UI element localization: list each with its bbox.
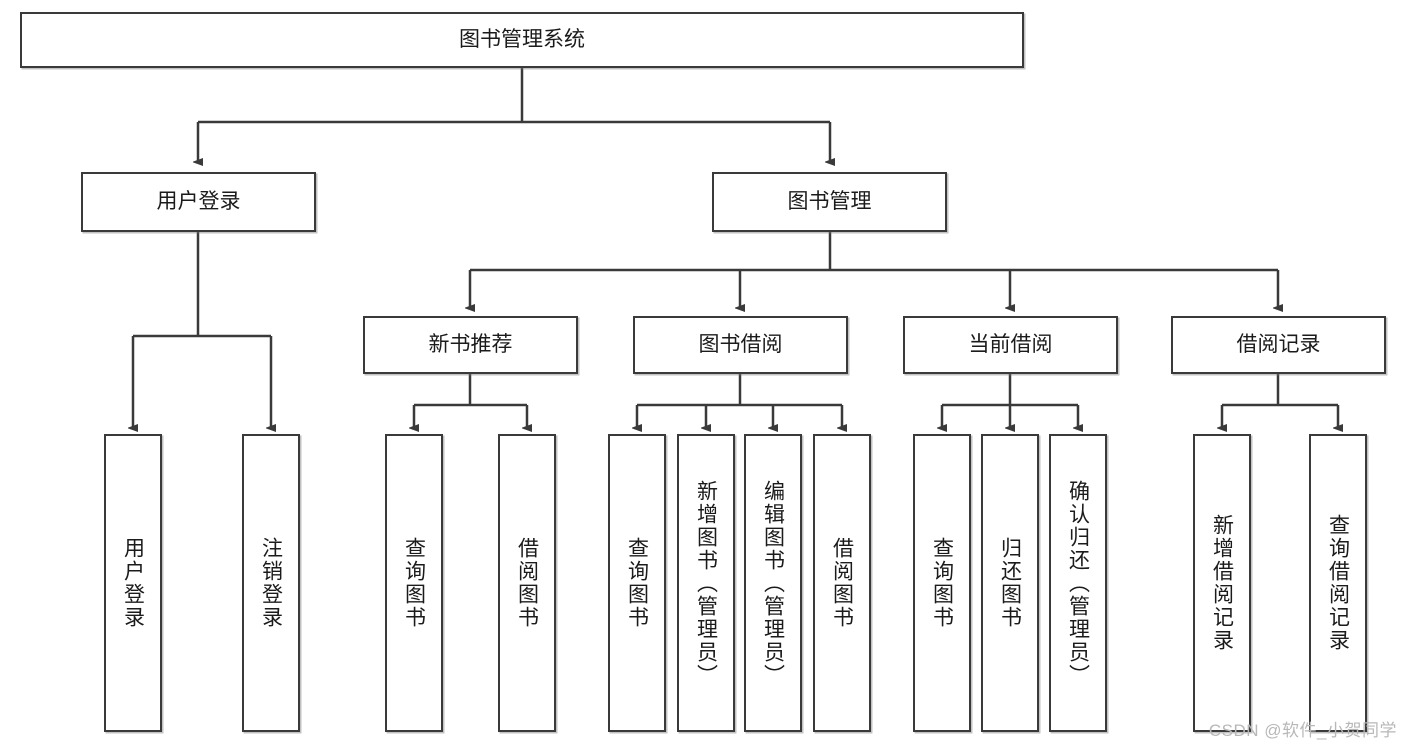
node-leaf-user-login-label: 用户登录 [121, 537, 145, 629]
node-leaf-borrow-book-1[interactable]: 借阅图书 [498, 434, 556, 732]
node-leaf-logout-login[interactable]: 注销登录 [242, 434, 300, 732]
node-leaf-query-book-3[interactable]: 查询图书 [913, 434, 971, 732]
node-leaf-return-book[interactable]: 归还图书 [981, 434, 1039, 732]
node-leaf-add-borrow-record-label: 新增借阅记录 [1210, 514, 1234, 652]
csdn-watermark: CSDN @软件_小贺同学 [1208, 721, 1397, 740]
node-current-borrow-label: 当前借阅 [968, 332, 1053, 356]
node-new-book-recommend-label: 新书推荐 [428, 332, 513, 356]
node-borrow-record-label: 借阅记录 [1236, 332, 1321, 356]
node-leaf-edit-book-admin[interactable]: 编辑图书（管理员） [744, 434, 802, 732]
node-root-label: 图书管理系统 [459, 27, 585, 51]
node-user-login-label: 用户登录 [156, 189, 241, 213]
node-leaf-confirm-return-admin[interactable]: 确认归还（管理员） [1049, 434, 1107, 732]
node-leaf-query-borrow-record-label: 查询借阅记录 [1326, 514, 1350, 652]
node-leaf-add-book-admin-label: 新增图书（管理员） [694, 479, 718, 687]
node-leaf-logout-login-label: 注销登录 [259, 537, 283, 629]
node-leaf-query-book-1-label: 查询图书 [402, 537, 426, 629]
node-root[interactable]: 图书管理系统 [20, 12, 1024, 68]
node-leaf-query-book-1[interactable]: 查询图书 [385, 434, 443, 732]
node-leaf-query-book-2[interactable]: 查询图书 [608, 434, 666, 732]
node-leaf-query-book-3-label: 查询图书 [930, 537, 954, 629]
node-leaf-borrow-book-1-label: 借阅图书 [515, 537, 539, 629]
node-book-manage-label: 图书管理 [787, 189, 872, 213]
node-leaf-return-book-label: 归还图书 [998, 537, 1022, 629]
node-leaf-add-borrow-record[interactable]: 新增借阅记录 [1193, 434, 1251, 732]
node-leaf-confirm-return-admin-label: 确认归还（管理员） [1066, 479, 1090, 687]
node-leaf-borrow-book-2[interactable]: 借阅图书 [813, 434, 871, 732]
node-leaf-borrow-book-2-label: 借阅图书 [830, 537, 854, 629]
node-book-borrow[interactable]: 图书借阅 [633, 316, 848, 374]
node-book-borrow-label: 图书借阅 [698, 332, 783, 356]
node-leaf-edit-book-admin-label: 编辑图书（管理员） [761, 479, 785, 687]
node-leaf-query-book-2-label: 查询图书 [625, 537, 649, 629]
node-current-borrow[interactable]: 当前借阅 [903, 316, 1118, 374]
node-book-manage[interactable]: 图书管理 [712, 172, 947, 232]
node-leaf-query-borrow-record[interactable]: 查询借阅记录 [1309, 434, 1367, 732]
node-leaf-user-login[interactable]: 用户登录 [104, 434, 162, 732]
node-borrow-record[interactable]: 借阅记录 [1171, 316, 1386, 374]
node-new-book-recommend[interactable]: 新书推荐 [363, 316, 578, 374]
node-leaf-add-book-admin[interactable]: 新增图书（管理员） [677, 434, 735, 732]
node-user-login[interactable]: 用户登录 [81, 172, 316, 232]
